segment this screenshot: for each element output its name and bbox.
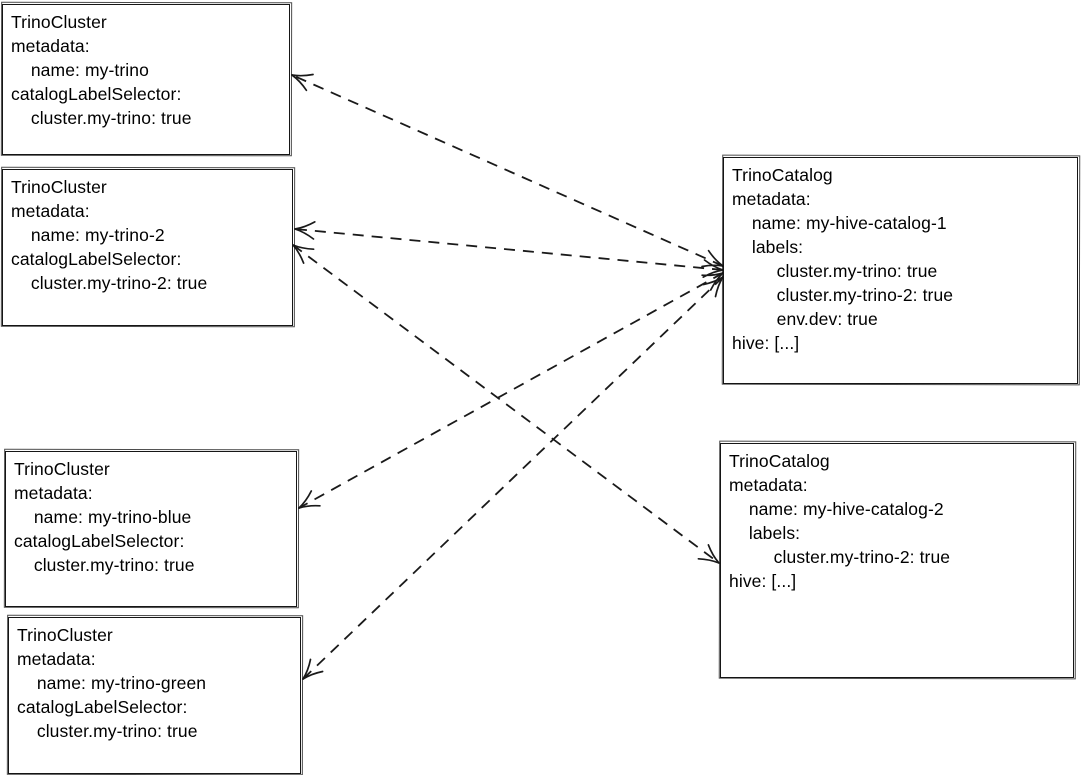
yaml-line: name: my-trino: [11, 60, 149, 80]
arrowhead-at-my-trino-blue: [298, 490, 313, 509]
yaml-line: TrinoCluster: [11, 12, 107, 32]
yaml-line: catalogLabelSelector:: [11, 249, 182, 269]
arrowhead-at-my-hive-catalog-2: [697, 557, 720, 564]
connection-my-trino-2--my-hive-catalog-2: [292, 244, 720, 564]
yaml-line: cluster.my-trino: true: [11, 108, 192, 128]
node-trinocluster-my-trino-green: TrinoCluster metadata: name: my-trino-gr…: [8, 617, 301, 774]
yaml-line: metadata:: [729, 475, 808, 495]
node-trinocluster-my-trino: TrinoCluster metadata: name: my-trino ca…: [2, 4, 290, 155]
yaml-line: hive: [...]: [732, 333, 800, 353]
node-trinocluster-my-trino-2: TrinoCluster metadata: name: my-trino-2 …: [2, 169, 293, 326]
yaml-line: name: my-trino-blue: [14, 507, 192, 527]
arrowhead-at-my-trino: [291, 73, 314, 77]
yaml-line: labels:: [732, 237, 804, 257]
yaml-line: TrinoCatalog: [732, 165, 833, 185]
yaml-line: metadata:: [11, 201, 90, 221]
yaml-line: cluster.my-trino-2: true: [732, 285, 954, 305]
yaml-line: cluster.my-trino: true: [17, 721, 198, 741]
yaml-line: cluster.my-trino-2: true: [729, 547, 951, 567]
yaml-line: TrinoCatalog: [729, 451, 830, 471]
yaml-line: cluster.my-trino: true: [732, 261, 938, 281]
connection-my-hive-catalog-1--my-trino: [291, 74, 724, 267]
node-trinocluster-my-trino-blue: TrinoCluster metadata: name: my-trino-bl…: [5, 451, 297, 607]
yaml-line: cluster.my-trino: true: [14, 555, 195, 575]
arrowhead-at-my-trino-green: [302, 658, 312, 680]
yaml-line: metadata:: [11, 36, 90, 56]
yaml-line: metadata:: [14, 483, 93, 503]
yaml-line: catalogLabelSelector:: [11, 84, 182, 104]
connection-my-hive-catalog-1--my-trino-blue: [298, 272, 724, 509]
yaml-line: metadata:: [732, 189, 811, 209]
node-trinocatalog-my-hive-catalog-1: TrinoCatalog metadata: name: my-hive-cat…: [723, 157, 1078, 384]
connection-my-hive-catalog-1--my-trino-2: [294, 228, 724, 271]
yaml-line: labels:: [729, 523, 801, 543]
arrowhead-at-my-hive-catalog-1: [702, 269, 724, 278]
yaml-line: cluster.my-trino-2: true: [11, 273, 208, 293]
yaml-line: catalogLabelSelector:: [14, 531, 185, 551]
yaml-line: catalogLabelSelector:: [17, 697, 188, 717]
connection-my-hive-catalog-1--my-trino-green: [302, 276, 724, 680]
yaml-line: TrinoCluster: [14, 459, 110, 479]
yaml-line: TrinoCluster: [17, 625, 113, 645]
yaml-line: hive: [...]: [729, 571, 797, 591]
node-trinocatalog-my-hive-catalog-2: TrinoCatalog metadata: name: my-hive-cat…: [720, 443, 1074, 678]
yaml-line: name: my-hive-catalog-2: [729, 499, 944, 519]
yaml-line: name: my-trino-2: [11, 225, 165, 245]
yaml-line: TrinoCluster: [11, 177, 107, 197]
yaml-line: metadata:: [17, 649, 96, 669]
yaml-line: name: my-trino-green: [17, 673, 207, 693]
arrowhead-at-my-trino-2: [292, 244, 315, 251]
yaml-line: env.dev: true: [732, 309, 878, 329]
yaml-line: name: my-hive-catalog-1: [732, 213, 947, 233]
arrowhead-at-my-trino-2: [294, 221, 316, 230]
